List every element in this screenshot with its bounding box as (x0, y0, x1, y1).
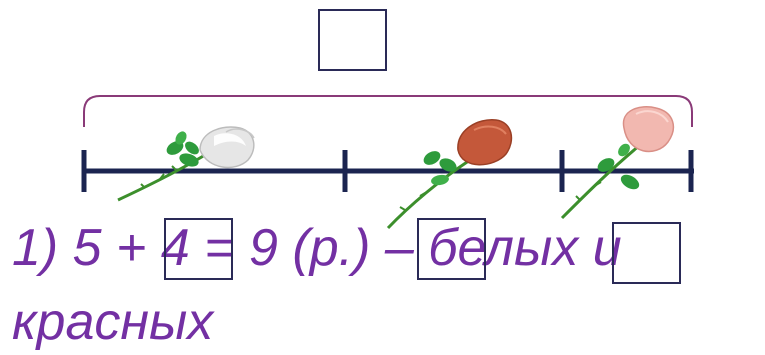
answer-box-addend[interactable] (164, 218, 233, 280)
white-rose-icon (118, 127, 254, 200)
answer-box-unit[interactable] (417, 218, 486, 280)
equation-line-2: красных (12, 296, 213, 348)
answer-box-question[interactable] (612, 222, 681, 284)
equation-line-1: 1) 5 + 4 = 9 (р.) – белых и (12, 222, 622, 274)
red-rose-icon (388, 120, 511, 228)
pink-rose-icon (562, 107, 673, 218)
total-brace (84, 96, 692, 127)
